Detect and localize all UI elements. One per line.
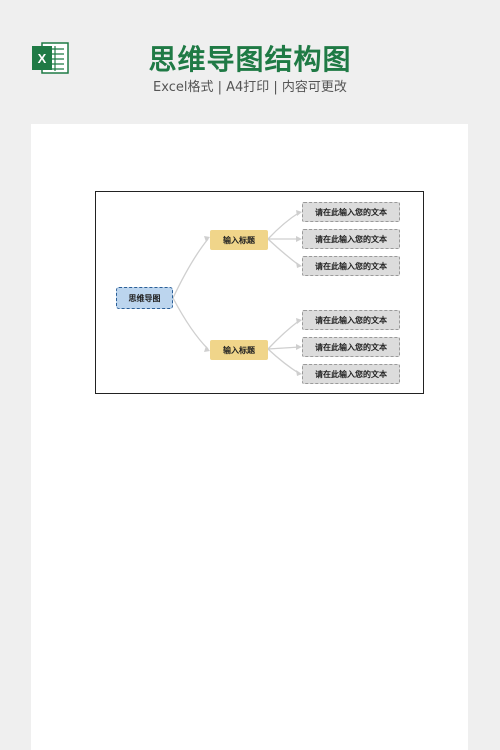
leaf-node[interactable]: 请在此输入您的文本 xyxy=(302,310,400,330)
root-node[interactable]: 思维导图 xyxy=(116,287,173,309)
page-subtitle: Excel格式 | A4打印 | 内容可更改 xyxy=(153,80,347,95)
excel-icon: X xyxy=(32,42,69,74)
leaf-node[interactable]: 请在此输入您的文本 xyxy=(302,364,400,384)
connector-lines xyxy=(172,210,302,376)
svg-text:X: X xyxy=(38,51,47,66)
leaf-node[interactable]: 请在此输入您的文本 xyxy=(302,337,400,357)
mindmap-frame: 思维导图 输入标题 请在此输入您的文本 请在此输入您的文本 请在此输入您的文本 … xyxy=(95,191,424,394)
branch-heading[interactable]: 输入标题 xyxy=(210,230,268,250)
leaf-node[interactable]: 请在此输入您的文本 xyxy=(302,229,400,249)
page-title: 思维导图结构图 xyxy=(148,43,352,76)
leaf-node[interactable]: 请在此输入您的文本 xyxy=(302,256,400,276)
leaf-node[interactable]: 请在此输入您的文本 xyxy=(302,202,400,222)
document-page: 思维导图 输入标题 请在此输入您的文本 请在此输入您的文本 请在此输入您的文本 … xyxy=(31,124,468,750)
branch-heading[interactable]: 输入标题 xyxy=(210,340,268,360)
